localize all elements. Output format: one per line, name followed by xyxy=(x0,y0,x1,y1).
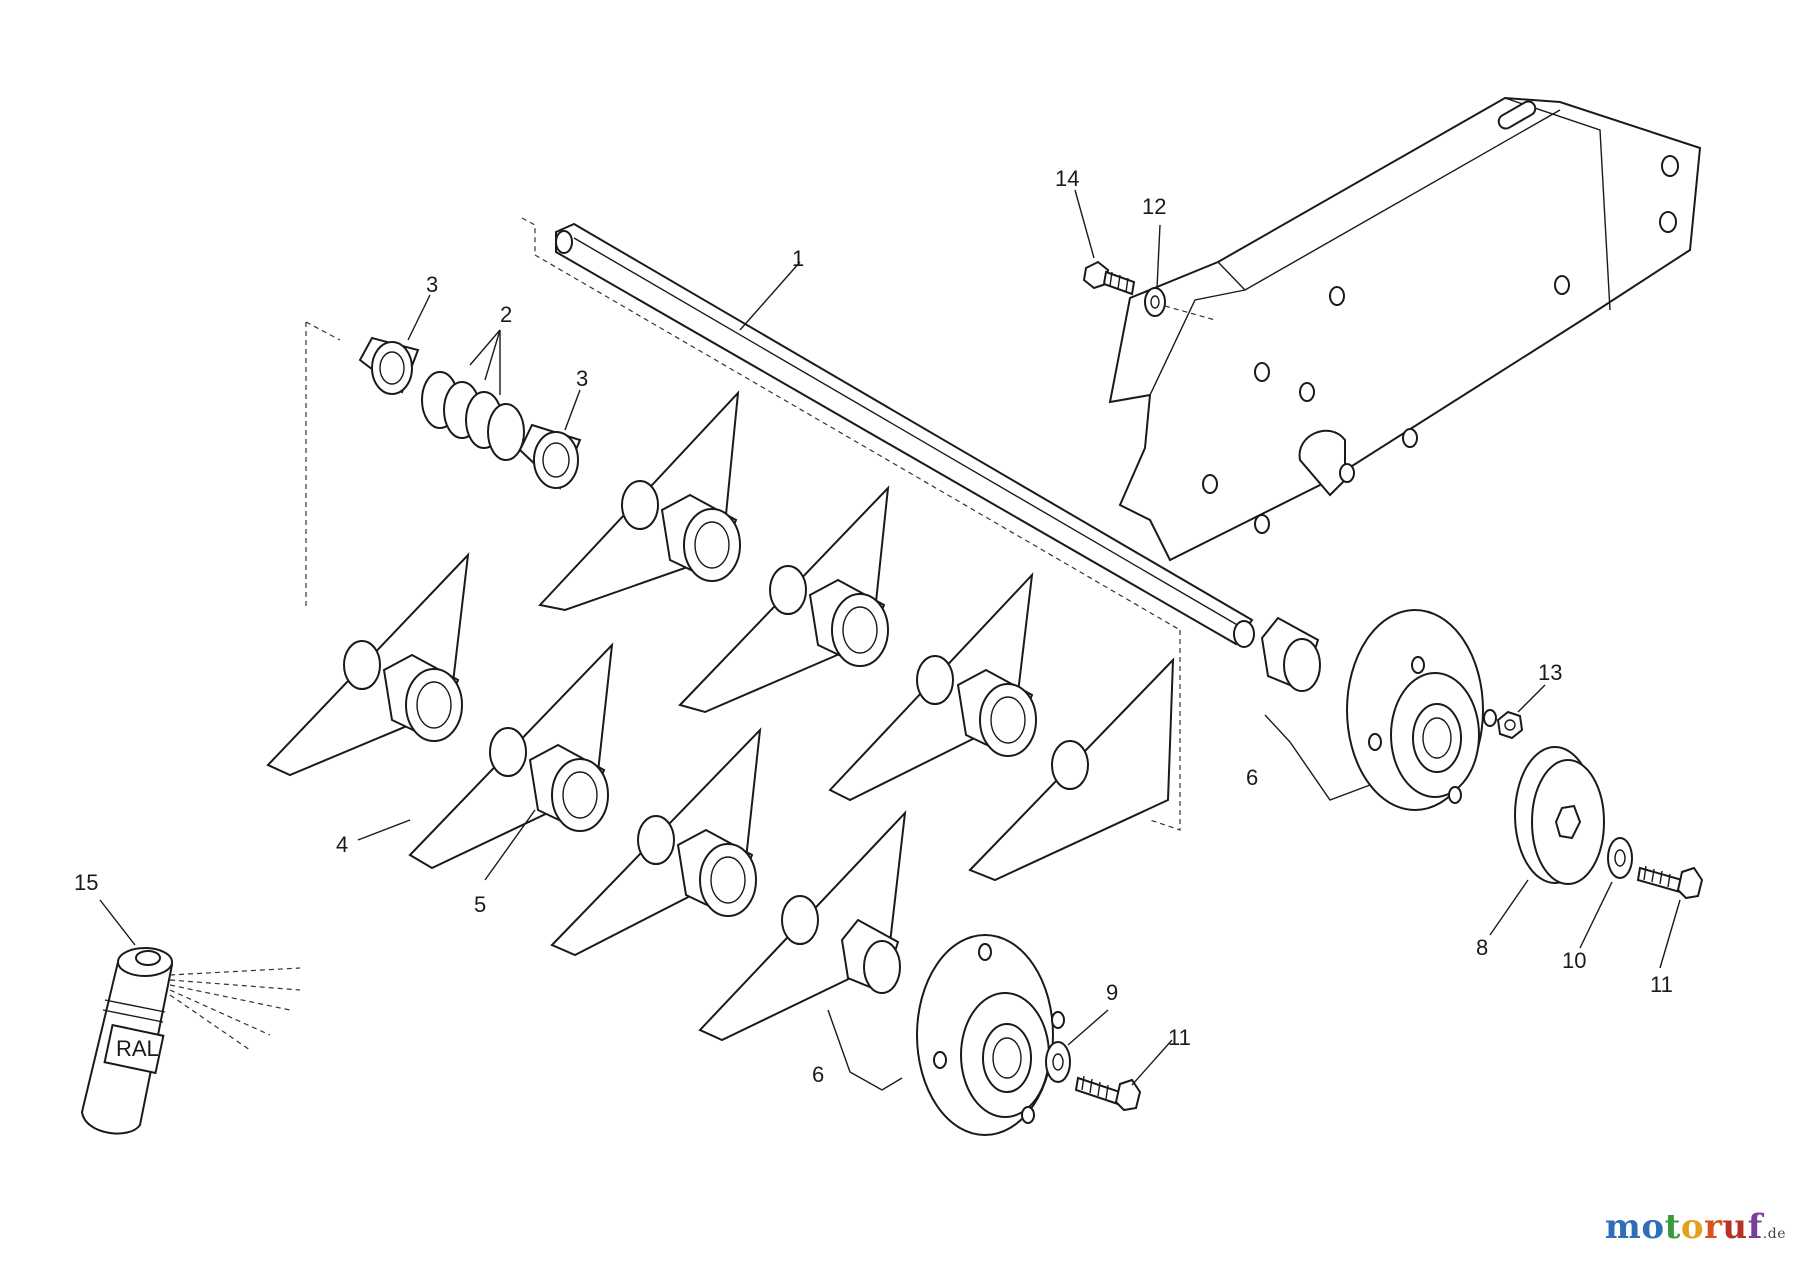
nut xyxy=(1496,710,1524,740)
callout-13: 13 xyxy=(1538,660,1562,685)
callout-9: 9 xyxy=(1106,980,1118,1005)
callout-14: 14 xyxy=(1055,166,1079,191)
callout-15: 15 xyxy=(74,870,98,895)
spacer-top-left xyxy=(358,336,420,395)
watermark-letter: u xyxy=(1722,1207,1748,1247)
pulley xyxy=(1514,746,1605,885)
callouts: 1 2 3 3 4 5 6 6 8 9 10 11 11 12 13 14 15 xyxy=(74,166,1673,1087)
watermark-tld: .de xyxy=(1762,1226,1786,1242)
bolt-top xyxy=(1082,260,1136,296)
washer-10 xyxy=(1607,837,1633,879)
callout-4: 4 xyxy=(336,832,348,857)
bolt-right xyxy=(1636,865,1704,900)
callout-3-right: 3 xyxy=(576,366,588,391)
watermark-letter: t xyxy=(1664,1207,1681,1247)
side-plate xyxy=(1108,96,1702,562)
can-label: RAL xyxy=(116,1036,159,1061)
callout-8: 8 xyxy=(1476,935,1488,960)
callout-5: 5 xyxy=(474,892,486,917)
callout-12: 12 xyxy=(1142,194,1166,219)
watermark-letter: o xyxy=(1641,1207,1665,1247)
callout-3-left: 3 xyxy=(426,272,438,297)
bearing-flange-right xyxy=(1260,609,1497,811)
hex-shaft xyxy=(555,222,1255,648)
watermark-letters: motoruf xyxy=(1605,1207,1763,1247)
watermark-letter: o xyxy=(1680,1207,1704,1247)
bolt-left xyxy=(1074,1075,1142,1112)
callout-1: 1 xyxy=(792,246,804,271)
callout-6-left: 6 xyxy=(812,1062,824,1087)
bearing-flange-left xyxy=(840,918,1065,1136)
washer-9 xyxy=(1045,1041,1071,1083)
washer-12 xyxy=(1144,287,1166,317)
callout-10: 10 xyxy=(1562,948,1586,973)
leader-lines xyxy=(99,189,1681,1091)
bushings xyxy=(382,493,1037,917)
springs xyxy=(421,371,525,461)
callout-6-right: 6 xyxy=(1246,765,1258,790)
callout-2: 2 xyxy=(500,302,512,327)
watermark-logo: motoruf.de xyxy=(1605,1207,1786,1247)
spacer-top-right xyxy=(518,423,582,490)
watermark-letter: f xyxy=(1747,1207,1763,1247)
watermark-letter: m xyxy=(1604,1207,1642,1247)
watermark-letter: r xyxy=(1704,1207,1723,1247)
callout-11-right: 11 xyxy=(1650,972,1673,997)
spray-can xyxy=(80,947,301,1135)
callout-11-left: 11 xyxy=(1168,1025,1191,1050)
